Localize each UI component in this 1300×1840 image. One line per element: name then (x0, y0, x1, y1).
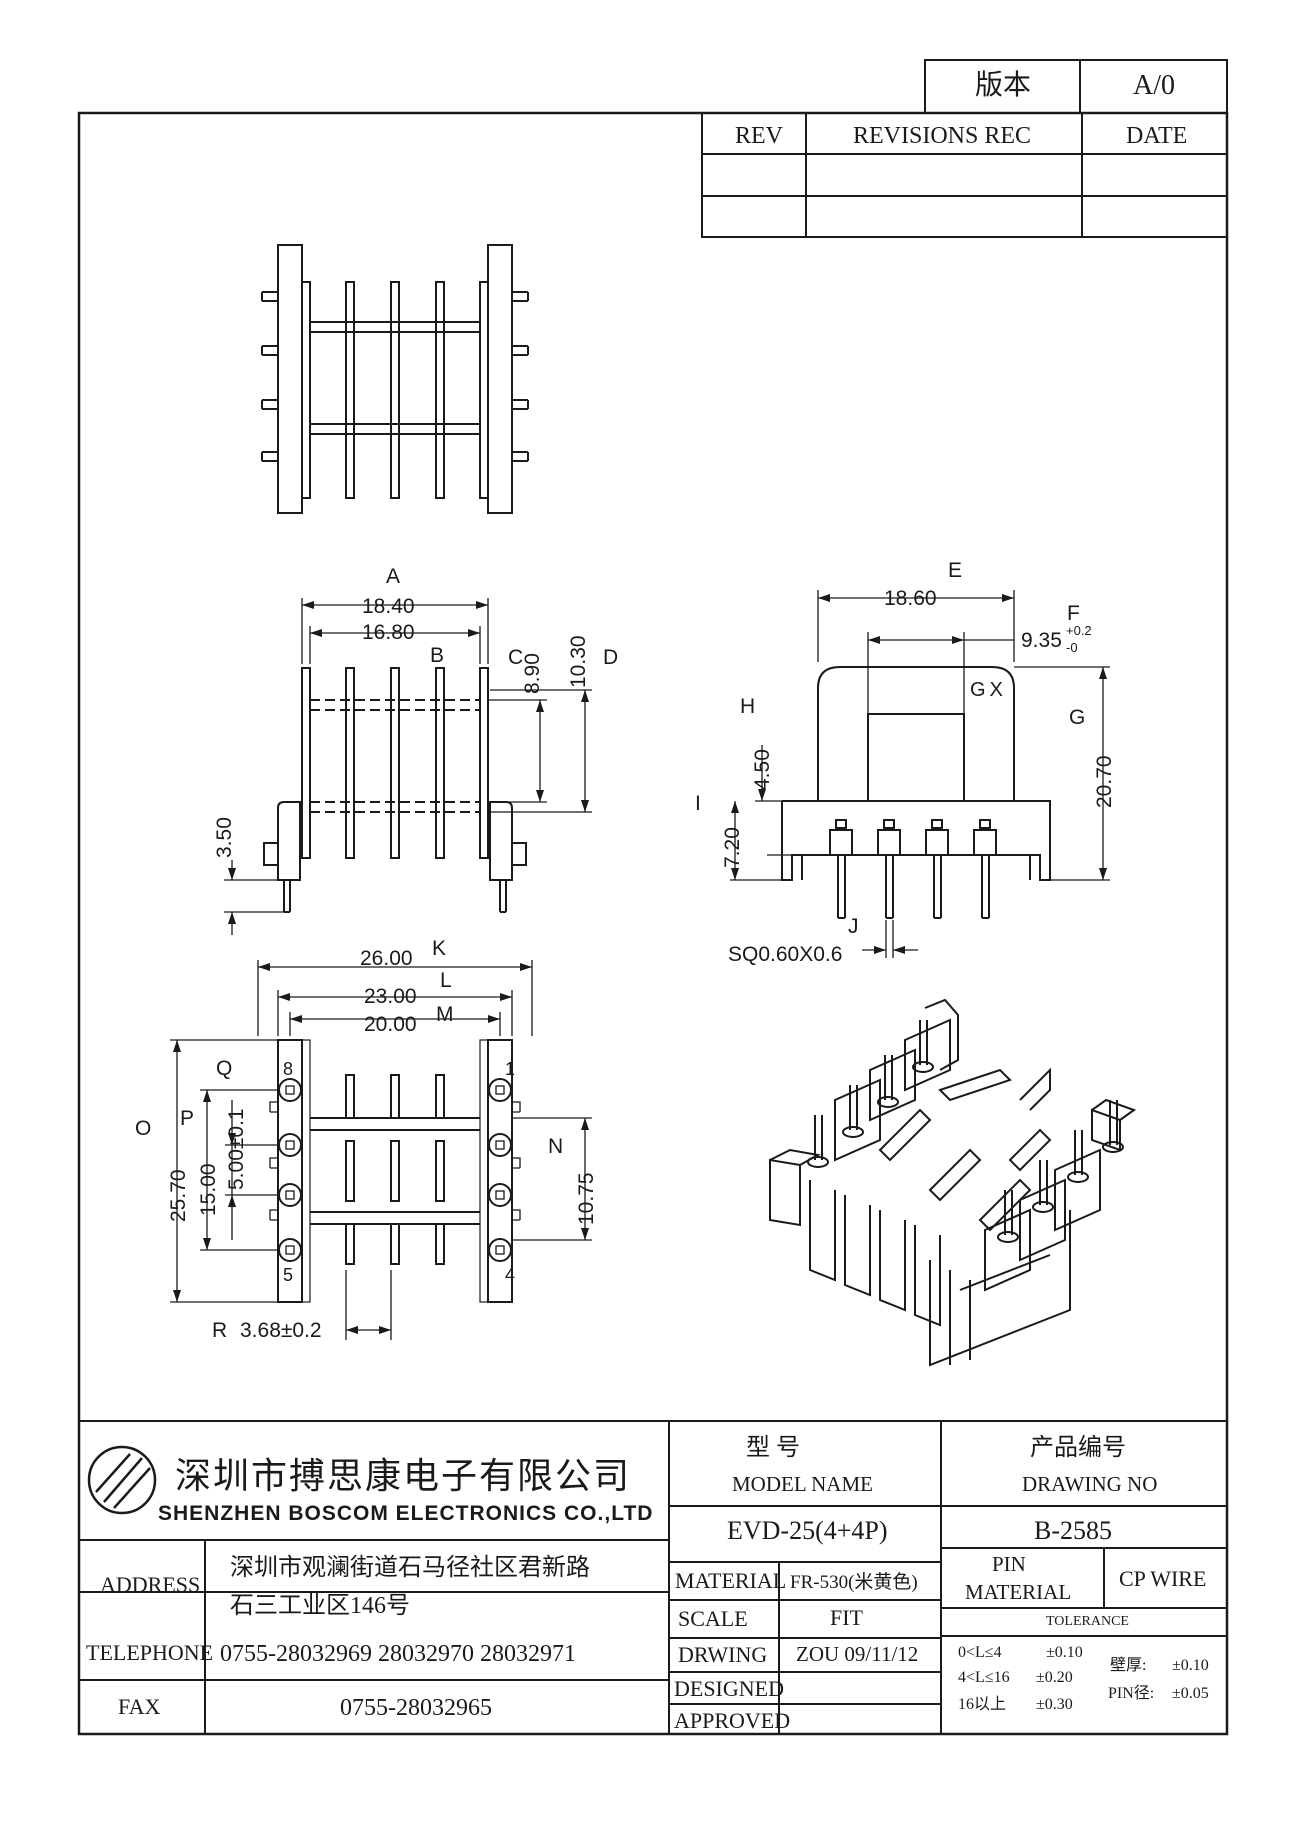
dim-a: 18.40 (362, 595, 415, 618)
dim-p: 15.00 (197, 1163, 220, 1216)
revisions-header: REVISIONS REC (853, 123, 1032, 149)
callout-q: Q (216, 1057, 233, 1080)
dim-l: 23.00 (364, 985, 417, 1008)
callout-n: N (548, 1135, 564, 1158)
company-name-en: SHENZHEN BOSCOM ELECTRONICS CO.,LTD (158, 1502, 654, 1525)
model-name-cn: 型 号 (746, 1435, 800, 1461)
pin-material-label-2: MATERIAL (965, 1580, 1072, 1604)
pin-number-5: 5 (283, 1265, 294, 1285)
material-value: FR-530(米黄色) (790, 1572, 918, 1593)
dim-d: 10.30 (567, 635, 590, 688)
address-label: ADDRESS (100, 1572, 201, 1597)
side-view (224, 598, 592, 935)
callout-m: M (436, 1003, 454, 1026)
top-view (261, 244, 529, 514)
tolerance-label: TOLERANCE (1046, 1614, 1129, 1629)
pin-diameter-value: ±0.05 (1172, 1685, 1209, 1702)
front-view (730, 590, 1110, 958)
tol-row1-value: ±0.10 (1046, 1644, 1083, 1661)
dim-k: 26.00 (360, 947, 413, 970)
address-line-1: 深圳市观澜街道石马径社区君新路 (230, 1555, 590, 1581)
drawing-frame (77, 59, 1229, 1736)
callout-a: A (386, 565, 401, 588)
dim-b: 16.80 (362, 621, 415, 644)
version-value: A/0 (1133, 70, 1175, 101)
fax-value: 0755-28032965 (340, 1695, 492, 1721)
callout-b: B (430, 644, 445, 667)
drawing-no-value: B-2585 (1034, 1516, 1112, 1545)
callout-p: P (180, 1107, 195, 1130)
version-label: 版本 (975, 70, 1032, 101)
dim-side-pin: 3.50 (213, 817, 236, 858)
dim-f: 9.35 (1021, 629, 1062, 652)
dim-g: 20.70 (1093, 755, 1116, 808)
callout-r: R (212, 1319, 228, 1342)
front-marking: GX (970, 679, 1007, 701)
callout-f: F (1067, 602, 1080, 625)
dim-c: 8.90 (521, 653, 544, 694)
callout-h: H (740, 695, 756, 718)
tol-row1-range: 0<L≤4 (958, 1644, 1002, 1661)
dim-j: SQ0.60X0.6 (728, 943, 843, 966)
title-block-grid (79, 1420, 1227, 1734)
dim-n: 10.75 (575, 1172, 598, 1225)
drawing-no-en: DRAWING NO (1022, 1472, 1158, 1496)
dim-f-tol-minus: -0 (1066, 640, 1078, 655)
pin-material-label-1: PIN (992, 1552, 1026, 1576)
address-line-2: 石三工业区146号 (230, 1593, 410, 1619)
tol-row2-value: ±0.20 (1036, 1669, 1073, 1686)
drawing-no-cn: 产品编号 (1030, 1435, 1126, 1461)
pin-diameter-label: PIN径: (1108, 1685, 1155, 1702)
company-name-cn: 深圳市搏思康电子有限公司 (175, 1456, 632, 1496)
telephone-label: TELEPHONE (86, 1640, 214, 1665)
scale-label: SCALE (678, 1606, 748, 1631)
dim-e: 18.60 (884, 587, 937, 610)
pin-material-value: CP WIRE (1119, 1566, 1207, 1591)
date-header: DATE (1126, 123, 1188, 149)
dim-m: 20.00 (364, 1013, 417, 1036)
pin-number-4: 4 (505, 1265, 516, 1285)
company-logo (87, 1445, 157, 1515)
dim-q: 5.00±0.1 (225, 1108, 248, 1190)
callout-i: I (695, 792, 701, 815)
pin-number-1: 1 (505, 1059, 516, 1079)
model-value: EVD-25(4+4P) (727, 1516, 888, 1545)
wall-thickness-value: ±0.10 (1172, 1657, 1209, 1674)
model-name-en: MODEL NAME (732, 1472, 873, 1496)
approved-label: APPROVED (674, 1708, 791, 1733)
dim-h: 4.50 (751, 749, 774, 790)
callout-d: D (603, 646, 619, 669)
callout-g: G (1069, 706, 1086, 729)
callout-o: O (135, 1117, 152, 1140)
designed-label: DESIGNED (674, 1676, 784, 1701)
rev-header: REV (735, 123, 783, 149)
pin-number-8: 8 (283, 1059, 294, 1079)
scale-value: FIT (830, 1605, 863, 1630)
dim-r: 3.68±0.2 (240, 1319, 322, 1342)
callout-e: E (948, 559, 963, 582)
tol-row3-value: ±0.30 (1036, 1696, 1073, 1713)
wall-thickness-label: 壁厚: (1110, 1657, 1147, 1674)
bottom-view (170, 960, 592, 1340)
dim-f-tol-plus: +0.2 (1066, 623, 1092, 638)
tol-row2-range: 4<L≤16 (958, 1669, 1010, 1686)
material-label: MATERIAL (675, 1568, 787, 1593)
telephone-value: 0755-28032969 28032970 28032971 (220, 1641, 576, 1667)
dim-o: 25.70 (167, 1169, 190, 1222)
tol-row3-range: 16以上 (958, 1696, 1007, 1713)
callout-c: C (508, 646, 524, 669)
callout-l: L (440, 969, 452, 992)
drawn-by-value: ZOU 09/11/12 (796, 1642, 919, 1666)
callout-k: K (432, 937, 447, 960)
fax-label: FAX (118, 1694, 161, 1719)
dim-i: 7.20 (721, 827, 744, 868)
isometric-view (769, 998, 1137, 1367)
drawing-label: DRWING (678, 1642, 768, 1667)
callout-j: J (848, 915, 859, 938)
